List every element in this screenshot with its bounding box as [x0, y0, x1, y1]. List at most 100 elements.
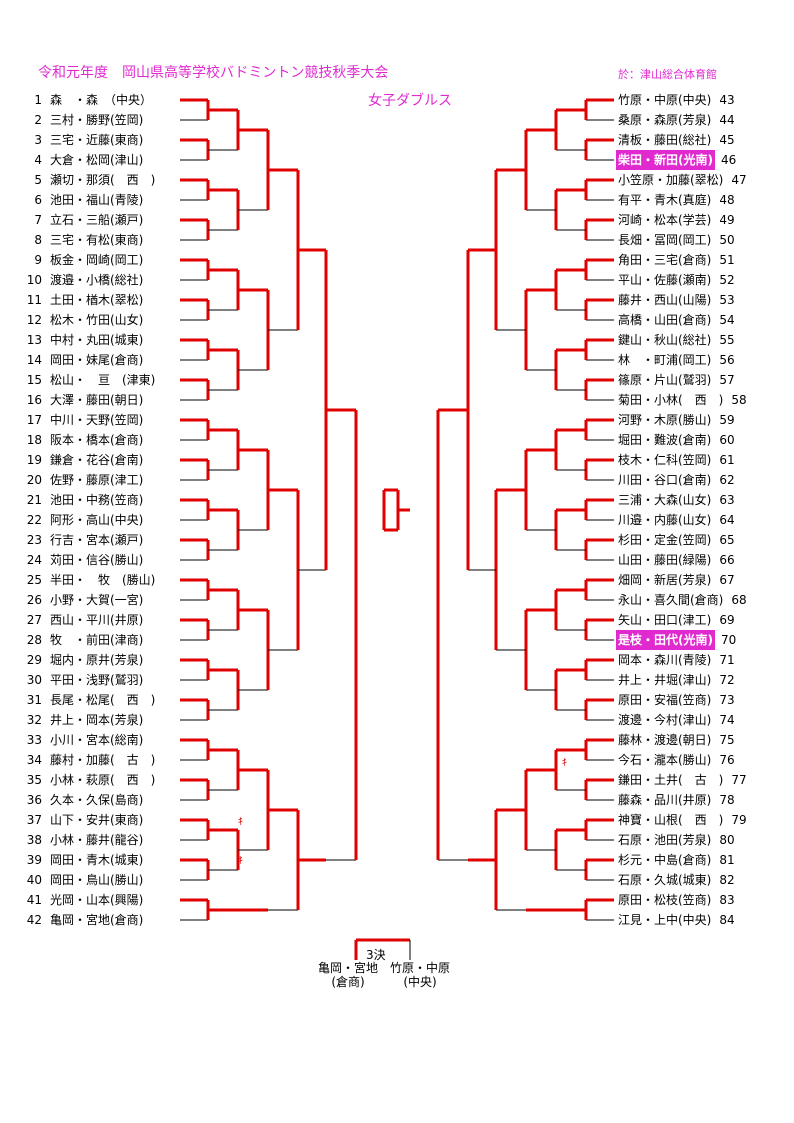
entry-name: 矢山・田口(津工): [618, 613, 712, 627]
right-entry: 原田・松枝(笠商)83: [616, 890, 735, 910]
right-entry: 鎌田・土井( 古 ) 77: [616, 770, 747, 790]
entry-name: 牧 ・前田(津商): [50, 633, 144, 647]
entry-name: 半田・ 牧 (勝山): [50, 573, 156, 587]
entry-number: 17: [26, 413, 42, 427]
entry-number: 29: [26, 653, 42, 667]
entry-name: 藤村・加藤( 古 ): [50, 753, 156, 767]
right-entry: 江見・上中(中央)84: [616, 910, 735, 930]
entry-name: 枝木・仁科(笠岡): [618, 453, 712, 467]
entry-number: 49: [719, 213, 735, 227]
entry-name: 平田・浅野(鷲羽): [50, 673, 144, 687]
entry-number: 61: [719, 453, 735, 467]
right-entry: 河野・木原(勝山)59: [616, 410, 735, 430]
entry-number: 65: [719, 533, 735, 547]
entry-name: 杉元・中島(倉商): [618, 853, 712, 867]
right-entry: 堀田・難波(倉南)60: [616, 430, 735, 450]
entry-name: 小野・大賀(一宮): [50, 593, 144, 607]
entry-number: 44: [719, 113, 735, 127]
entry-name: 阪本・橋本(倉商): [50, 433, 144, 447]
entry-number: 54: [719, 313, 735, 327]
entry-number: 14: [26, 353, 42, 367]
right-entry: 高橋・山田(倉商) 54: [616, 310, 735, 330]
entry-name: 清板・藤田(総社): [618, 133, 712, 147]
entry-name: 堀内・原井(芳泉): [50, 653, 144, 667]
entry-name: 井上・井堀(津山): [618, 673, 712, 687]
entry-number: 52: [719, 273, 735, 287]
entry-name: 小笠原・加藤(翠松): [618, 173, 724, 187]
entry-name: 中村・丸田(城東): [50, 333, 144, 347]
entry-number: 46: [720, 153, 737, 167]
right-entry: 石原・池田(芳泉)80: [616, 830, 735, 850]
entry-number: 20: [26, 473, 42, 487]
entry-name: 高橋・山田(倉商): [618, 313, 712, 327]
entry-name: 岡本・森川(青陵): [618, 653, 712, 667]
entry-name: 神寶・山根( 西 ): [618, 813, 724, 827]
entry-number: 15: [26, 373, 42, 387]
third-place-label: 3決: [366, 948, 386, 962]
entry-number: 83: [719, 893, 735, 907]
entry-number: 77: [731, 773, 747, 787]
entry-name: 池田・福山(青陵): [50, 193, 144, 207]
entry-name: 池田・中務(笠商): [50, 493, 144, 507]
entry-number: 6: [34, 193, 42, 207]
right-entry: 柴田・新田(光南) 46: [616, 150, 736, 170]
entry-number: 76: [719, 753, 735, 767]
right-entry: 角田・三宅(倉商)51: [616, 250, 735, 270]
right-entry: 枝木・仁科(笠岡) 61: [616, 450, 735, 470]
entry-number: 56: [719, 353, 735, 367]
entry-name: 光岡・山本(興陽): [50, 893, 144, 907]
right-entry: 杉元・中島(倉商)81: [616, 850, 735, 870]
third-place-player-a: 亀岡・宮地 (倉商): [316, 961, 380, 989]
entry-number: 32: [26, 713, 42, 727]
entry-name: 柴田・新田(光南): [616, 150, 715, 170]
entry-name: 渡邊・今村(津山): [618, 713, 712, 727]
right-entry: 山田・藤田(緑陽)66: [616, 550, 735, 570]
entry-name: 三浦・大森(山女): [618, 493, 712, 507]
entry-name: 井上・岡本(芳泉): [50, 713, 144, 727]
entry-name: 石原・久城(城東): [618, 873, 712, 887]
entry-number: 27: [26, 613, 42, 627]
entry-number: 21: [26, 493, 42, 507]
entry-number: 72: [719, 673, 735, 687]
left-entry: 21 池田・中務(笠商): [0, 490, 144, 510]
entry-name: 松木・竹田(山女): [50, 313, 144, 327]
entry-name: 三村・勝野(笠岡): [50, 113, 144, 127]
third-place-a-school: (倉商): [331, 975, 365, 989]
entry-name: 立石・三船(瀬戸): [50, 213, 144, 227]
entry-name: 有平・青木(真庭): [618, 193, 712, 207]
entry-number: 36: [26, 793, 42, 807]
entry-number: 1: [34, 93, 42, 107]
withdrawal-mark: ｷ: [238, 856, 243, 867]
entry-number: 5: [34, 173, 42, 187]
entry-name: 西山・平川(井原): [50, 613, 144, 627]
entry-name: 行吉・宮本(瀬戸): [50, 533, 144, 547]
entry-number: 13: [26, 333, 42, 347]
left-entry: 13 中村・丸田(城東): [0, 330, 144, 350]
entry-number: 10: [26, 273, 42, 287]
entry-number: 67: [719, 573, 735, 587]
entry-name: 鎌田・土井( 古 ): [618, 773, 724, 787]
entry-number: 68: [731, 593, 747, 607]
right-entry: 竹原・中原(中央)43: [616, 90, 735, 110]
entry-number: 51: [719, 253, 735, 267]
entry-name: 原田・安福(笠商): [618, 693, 712, 707]
entry-name: 是枝・田代(光南): [616, 630, 715, 650]
entry-number: 84: [719, 913, 735, 927]
entry-number: 63: [719, 493, 735, 507]
right-entry: 今石・瀧本(勝山) 76: [616, 750, 735, 770]
entry-name: 今石・瀧本(勝山): [618, 753, 712, 767]
entry-name: 大澤・藤田(朝日): [50, 393, 144, 407]
entry-name: 森 ・森 （中央）: [50, 93, 153, 107]
entry-number: 64: [719, 513, 735, 527]
entry-number: 2: [34, 113, 42, 127]
entry-number: 35: [26, 773, 42, 787]
